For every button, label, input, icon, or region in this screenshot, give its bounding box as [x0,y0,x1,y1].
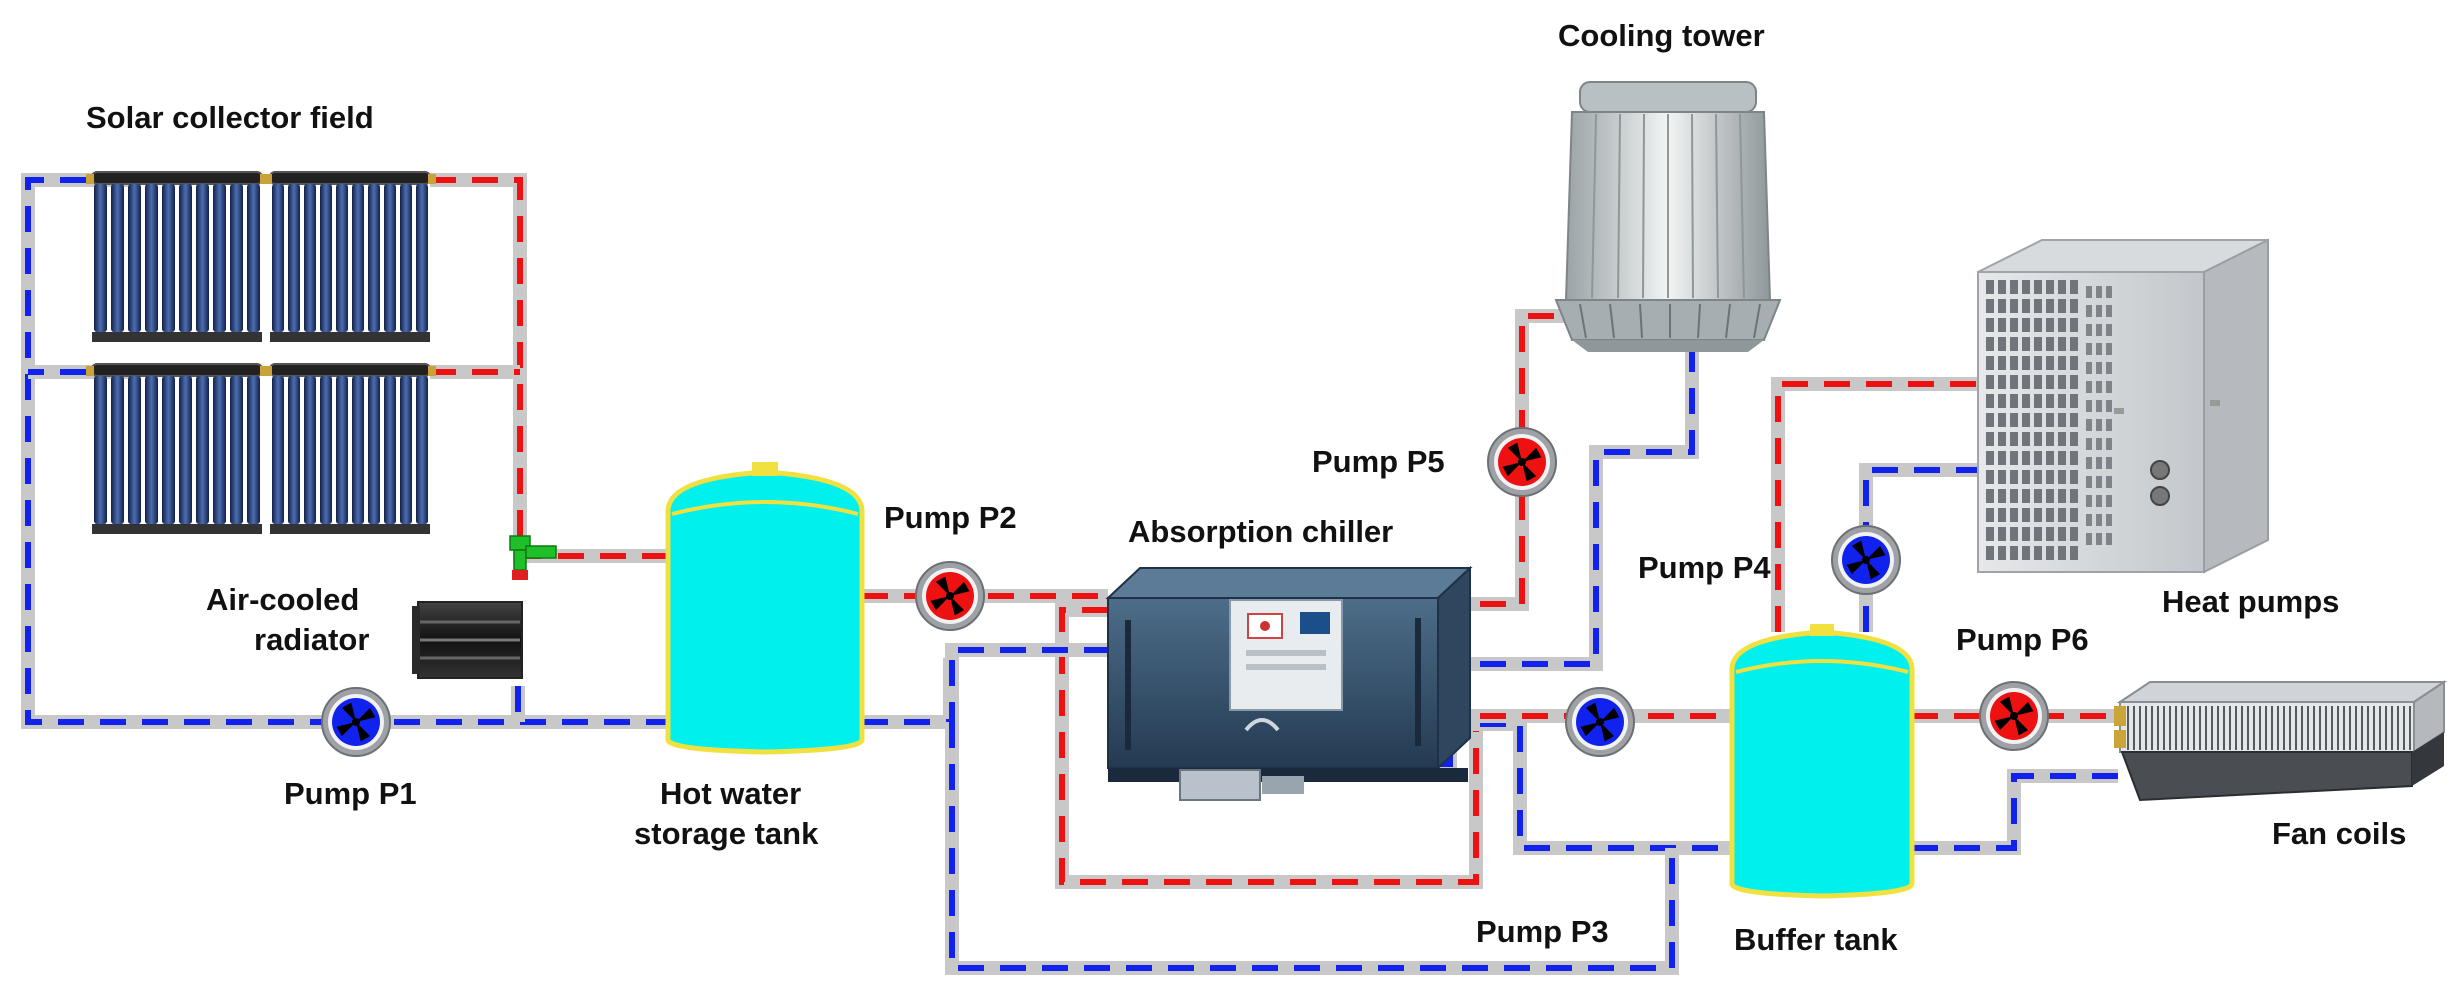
label-hot-water: Hot water [660,776,801,811]
pipe-14 [1438,340,1699,671]
pipe-flow-0 [25,177,668,725]
label-pump-p3: Pump P3 [1476,914,1609,949]
label-fan-coils: Fan coils [2272,816,2406,851]
buffer-tank [1729,624,1915,899]
pipe-flow-18 [1912,773,2118,851]
pipe-network [21,173,2118,975]
pipe-flow-14 [1438,340,1695,667]
label-pump-p5: Pump P5 [1312,444,1445,479]
label-pump-p4: Pump P4 [1638,550,1771,585]
label-air-cooled: Air-cooled [206,582,359,617]
pipe-10 [862,643,1108,729]
label-pump-p2: Pump P2 [884,500,1017,535]
pipe-2 [860,658,957,729]
collector-panel-2 [264,171,436,342]
pump-group [321,427,2049,757]
hot-water-storage-tank [665,462,865,755]
label-absorption-chiller: Absorption chiller [1128,514,1393,549]
pump-p3-icon [1565,687,1635,757]
pump-p6-icon [1979,681,2049,751]
heat-pump-unit [1977,238,2269,574]
pipe-flow-8 [1438,721,1732,851]
pump-p4-icon [1831,525,1901,595]
cooling-tower [1554,81,1782,352]
collector-panel-4 [264,363,436,534]
label-radiator: radiator [254,622,369,657]
pipe-flow-15 [1775,381,1978,632]
pipe-flow-2 [860,658,953,725]
collector-panel-1 [86,171,268,342]
pump-p2-icon [915,561,985,631]
pipe-15 [1771,377,1978,632]
three-way-valve [509,535,557,580]
fan-coil-unit [2114,680,2448,802]
label-buffer-tank: Buffer tank [1734,922,1898,957]
label-heat-pumps: Heat pumps [2162,584,2339,619]
label-storage-tank: storage tank [634,816,819,851]
collector-panel-3 [86,363,268,534]
solar-collector-field [86,171,436,534]
label-solar-collector-field: Solar collector field [86,100,374,135]
absorption-chiller [1105,565,1473,801]
label-pump-p6: Pump P6 [1956,622,2089,657]
label-pump-p1: Pump P1 [284,776,417,811]
label-cooling-tower: Cooling tower [1558,18,1765,53]
air-cooled-radiator [412,601,523,679]
pump-p5-icon [1487,427,1557,497]
labels: Solar collector field Cooling tower Pump… [86,18,2406,957]
pipe-flow-10 [862,647,1108,725]
pipe-flow-11 [949,722,1675,971]
pump-p1-icon [321,687,391,757]
